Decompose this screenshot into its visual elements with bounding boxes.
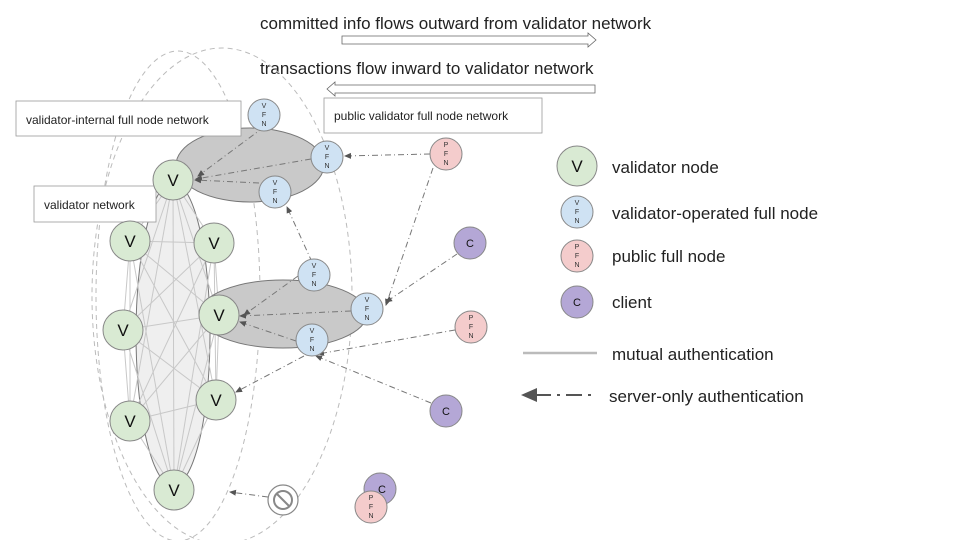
- svg-text:P: P: [469, 315, 474, 322]
- svg-text:F: F: [310, 337, 314, 344]
- svg-text:F: F: [469, 324, 473, 331]
- svg-text:public full node: public full node: [612, 247, 725, 266]
- svg-text:F: F: [444, 151, 448, 158]
- svg-text:F: F: [325, 154, 329, 161]
- svg-text:V: V: [262, 103, 267, 110]
- svg-text:V: V: [208, 234, 220, 253]
- svg-text:mutual authentication: mutual authentication: [612, 345, 774, 364]
- legend-vfn: V F N validator-operated full node: [560, 195, 818, 229]
- svg-text:V: V: [210, 391, 222, 410]
- outward-flow-arrow: [341, 32, 597, 48]
- legend-client: C client: [560, 285, 652, 319]
- svg-text:V: V: [117, 321, 129, 340]
- svg-text:V: V: [273, 180, 278, 187]
- outward-flow-label: committed info flows outward from valida…: [260, 14, 652, 33]
- svg-text:P: P: [444, 142, 449, 149]
- svg-text:N: N: [443, 160, 448, 167]
- pfn-node: P F N: [354, 490, 388, 524]
- validator-node: V: [153, 469, 195, 511]
- pfn-node: P F N: [429, 137, 463, 171]
- legend-pfn: P F N public full node: [560, 239, 725, 273]
- svg-text:server-only authentication: server-only authentication: [609, 387, 804, 406]
- vfn-node: V F N: [350, 292, 384, 326]
- svg-text:validator node: validator node: [612, 158, 719, 177]
- inward-flow-arrow: [326, 81, 596, 97]
- svg-text:N: N: [309, 346, 314, 353]
- public-vfn-network-label: public validator full node network: [334, 109, 509, 123]
- vfn-internal-network-box: [15, 100, 242, 137]
- svg-text:F: F: [369, 504, 373, 511]
- svg-text:F: F: [262, 112, 266, 119]
- vfn-node: V F N: [247, 98, 281, 132]
- svg-text:F: F: [273, 189, 277, 196]
- vfn-internal-network-label: validator-internal full node network: [26, 113, 210, 127]
- svg-text:N: N: [368, 513, 373, 520]
- legend-server-only-auth: server-only authentication: [521, 387, 804, 406]
- svg-text:N: N: [574, 218, 579, 225]
- blocked-icon: [267, 484, 299, 516]
- vfn-node: V F N: [258, 175, 292, 209]
- svg-text:V: V: [124, 412, 136, 431]
- vfn-node: V F N: [297, 258, 331, 292]
- client-node: C: [453, 226, 487, 260]
- svg-text:client: client: [612, 293, 652, 312]
- svg-text:validator-operated full node: validator-operated full node: [612, 204, 818, 223]
- validator-node: V: [109, 400, 151, 442]
- svg-text:V: V: [575, 200, 580, 207]
- svg-text:P: P: [575, 244, 580, 251]
- legend-mutual-auth: mutual authentication: [523, 345, 774, 364]
- svg-text:F: F: [365, 306, 369, 313]
- svg-text:C: C: [466, 238, 474, 250]
- svg-text:V: V: [310, 328, 315, 335]
- svg-text:F: F: [312, 272, 316, 279]
- svg-text:F: F: [575, 253, 579, 260]
- validator-node: V: [102, 309, 144, 351]
- vfn-node: V F N: [310, 140, 344, 174]
- validator-network-label: validator network: [44, 198, 136, 212]
- validator-node: V: [193, 222, 235, 264]
- svg-text:N: N: [311, 281, 316, 288]
- svg-text:N: N: [574, 262, 579, 269]
- inward-flow-label: transactions flow inward to validator ne…: [260, 59, 594, 78]
- client-node: C: [429, 394, 463, 428]
- validator-node: V: [195, 379, 237, 421]
- validator-network-box: [33, 185, 157, 223]
- svg-text:F: F: [575, 209, 579, 216]
- svg-text:P: P: [369, 495, 374, 502]
- server-only-connections: [194, 126, 458, 498]
- svg-text:V: V: [365, 297, 370, 304]
- svg-text:V: V: [124, 232, 136, 251]
- svg-text:N: N: [364, 315, 369, 322]
- svg-text:V: V: [312, 263, 317, 270]
- public-vfn-network-box: [323, 97, 543, 134]
- svg-text:N: N: [261, 121, 266, 128]
- svg-text:N: N: [272, 198, 277, 205]
- validator-node: V: [198, 294, 240, 336]
- svg-text:C: C: [378, 484, 386, 496]
- svg-text:C: C: [573, 297, 581, 309]
- vfn-internal-ellipse-top: [175, 127, 325, 203]
- svg-text:V: V: [168, 481, 180, 500]
- svg-text:V: V: [571, 157, 583, 176]
- svg-text:V: V: [325, 145, 330, 152]
- svg-text:N: N: [468, 333, 473, 340]
- validator-node: V: [152, 159, 194, 201]
- legend-validator: V validator node: [556, 145, 719, 187]
- vfn-node: V F N: [295, 323, 329, 357]
- svg-text:C: C: [442, 406, 450, 418]
- svg-text:V: V: [167, 171, 179, 190]
- svg-text:V: V: [213, 306, 225, 325]
- svg-text:N: N: [324, 163, 329, 170]
- pfn-node: P F N: [454, 310, 488, 344]
- validator-node: V: [109, 220, 151, 262]
- legend: V validator node V F N validator-operate…: [521, 145, 818, 406]
